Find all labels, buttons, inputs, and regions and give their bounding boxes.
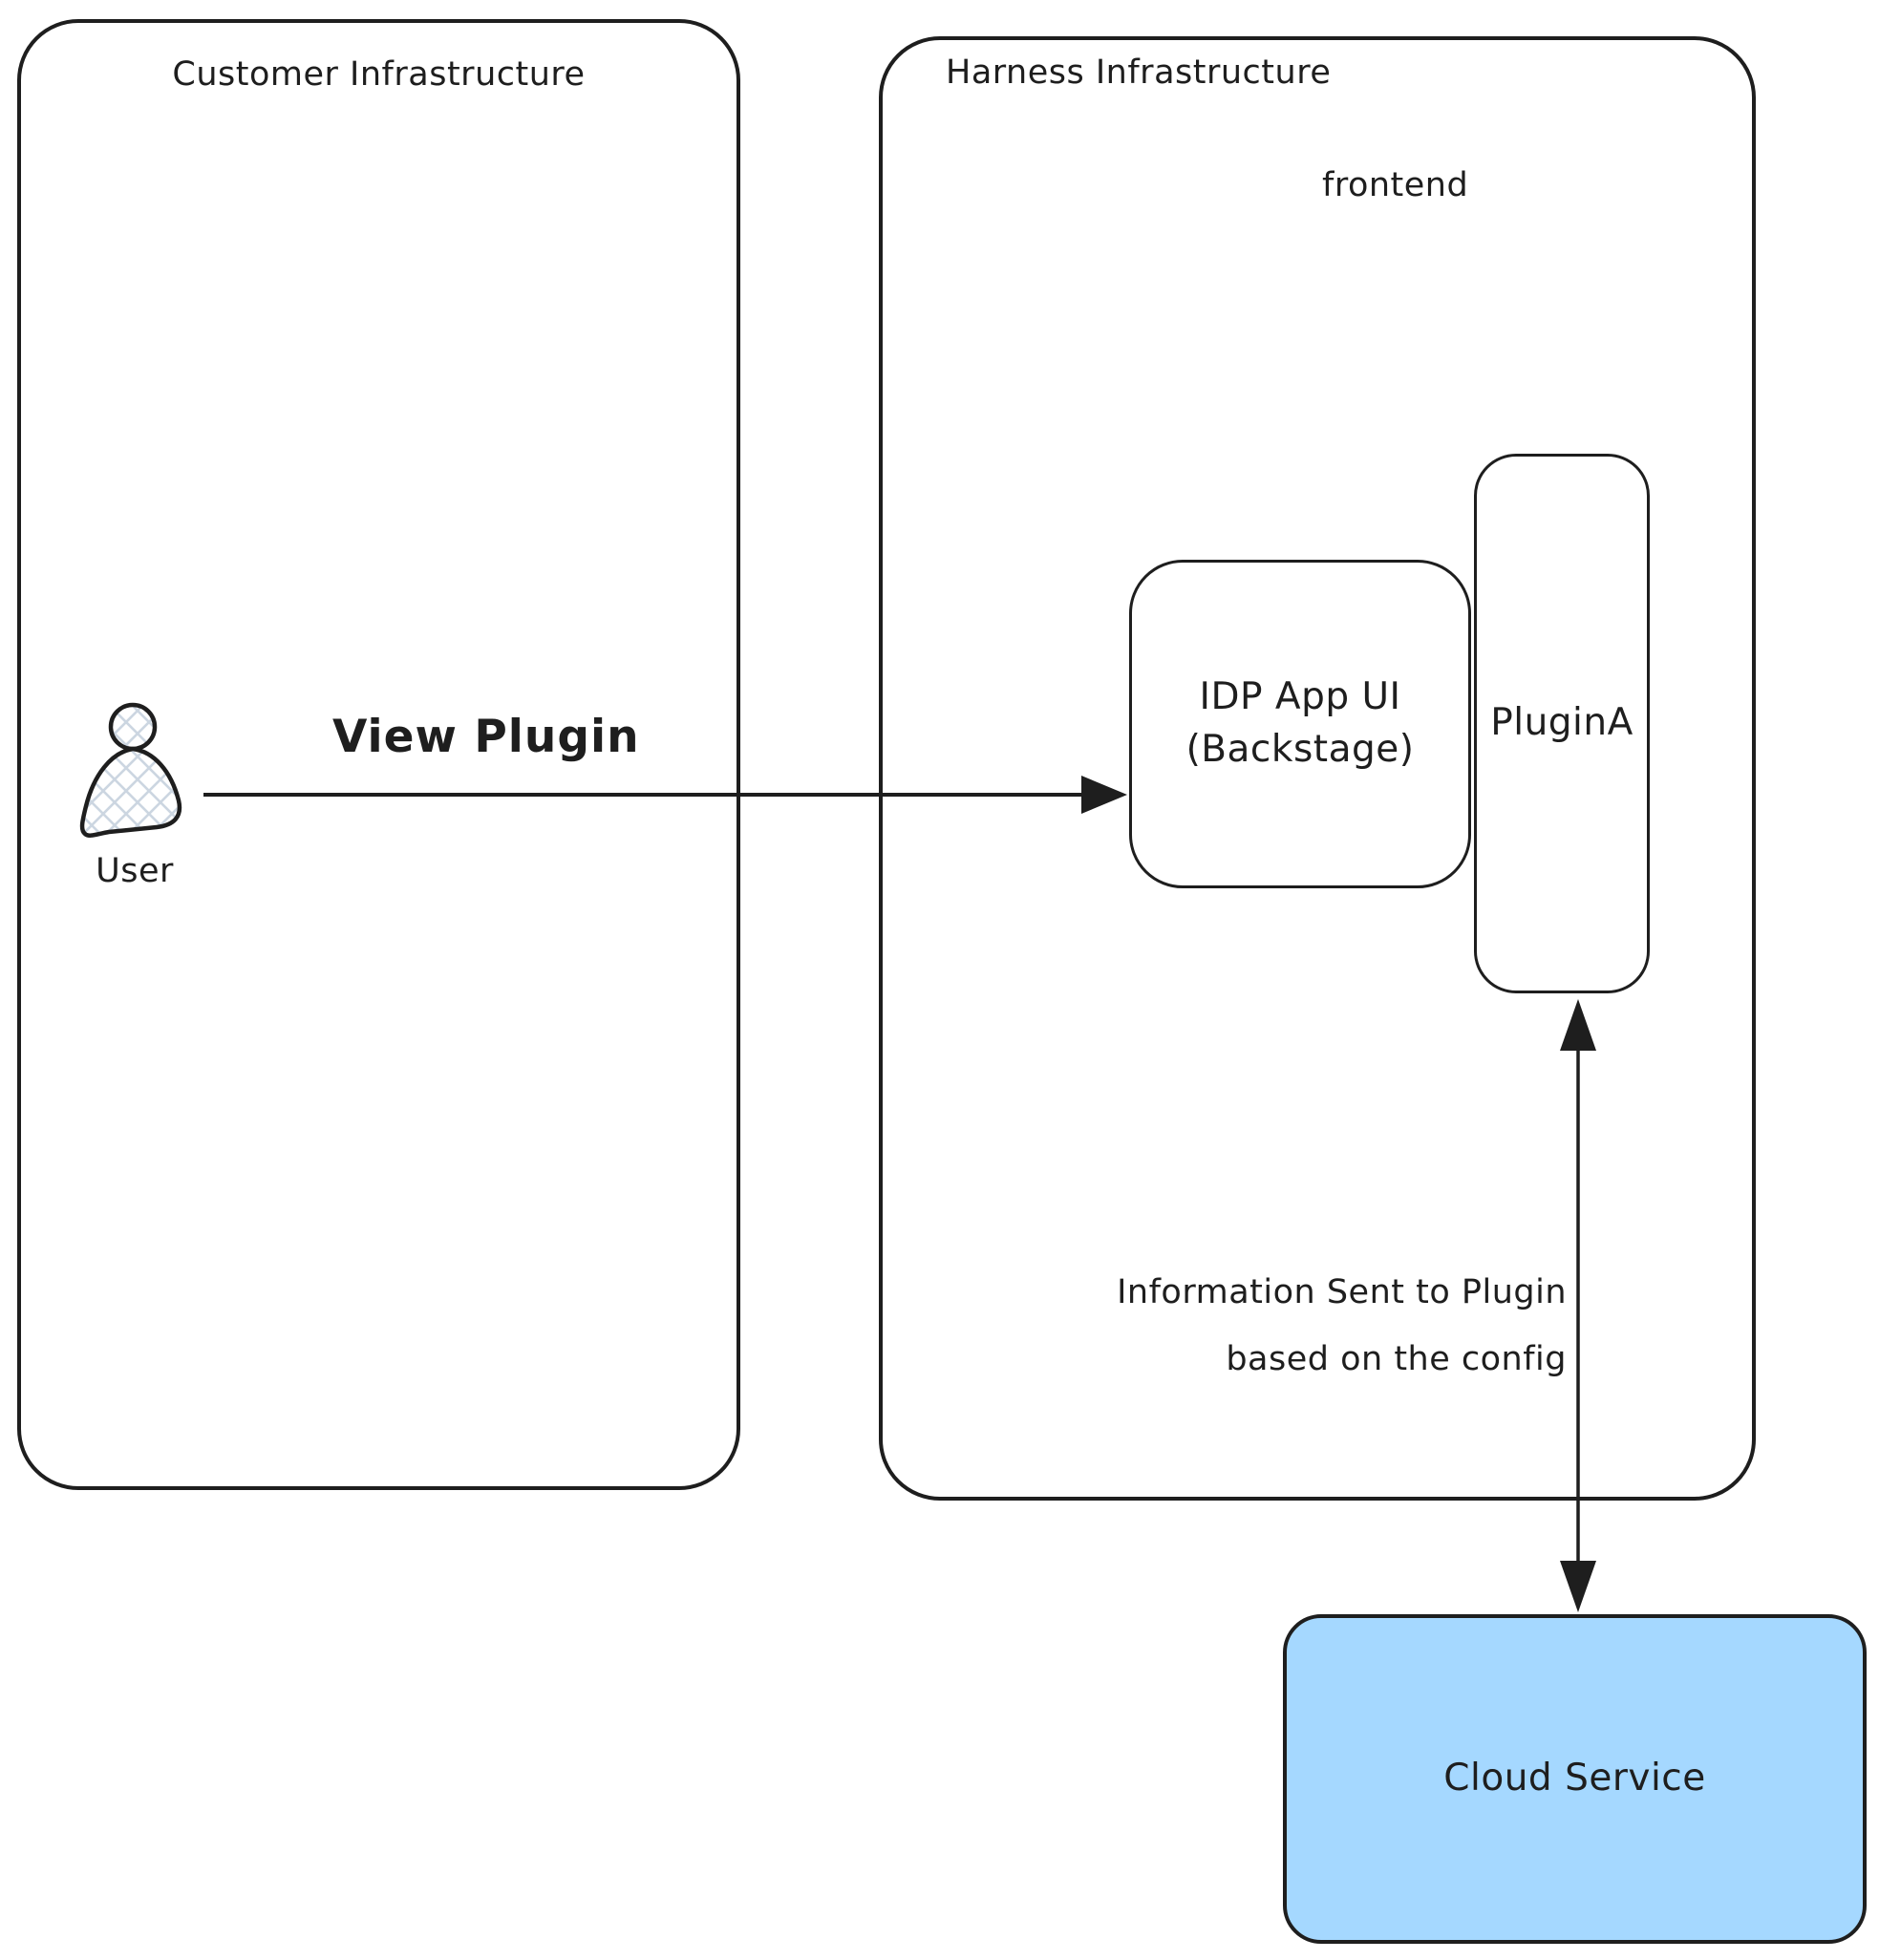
customer-infrastructure-title: Customer Infrastructure xyxy=(172,55,586,94)
info-arrow-label: Information Sent to Plugin based on the … xyxy=(1117,1259,1567,1393)
view-plugin-arrow-label: View Plugin xyxy=(332,711,640,763)
idp-app-ui-label-line2: (Backstage) xyxy=(1185,728,1415,771)
cloud-service-box: Cloud Service xyxy=(1283,1614,1867,1944)
idp-app-ui-box: IDP App UI (Backstage) xyxy=(1129,560,1471,888)
idp-app-ui-label: IDP App UI (Backstage) xyxy=(1186,671,1415,776)
harness-infrastructure-title: Harness Infrastructure xyxy=(946,53,1332,92)
plugin-a-box: PluginA xyxy=(1474,454,1650,993)
customer-infrastructure-box xyxy=(17,19,740,1490)
info-arrow-label-line2: based on the config xyxy=(1226,1340,1567,1378)
frontend-label: frontend xyxy=(1322,166,1469,204)
cloud-service-label: Cloud Service xyxy=(1443,1757,1706,1800)
idp-app-ui-label-line1: IDP App UI xyxy=(1199,675,1401,719)
plugin-a-label: PluginA xyxy=(1490,701,1633,745)
user-label: User xyxy=(96,852,174,890)
harness-infrastructure-box xyxy=(879,36,1756,1501)
info-arrow-label-line1: Information Sent to Plugin xyxy=(1117,1273,1567,1311)
